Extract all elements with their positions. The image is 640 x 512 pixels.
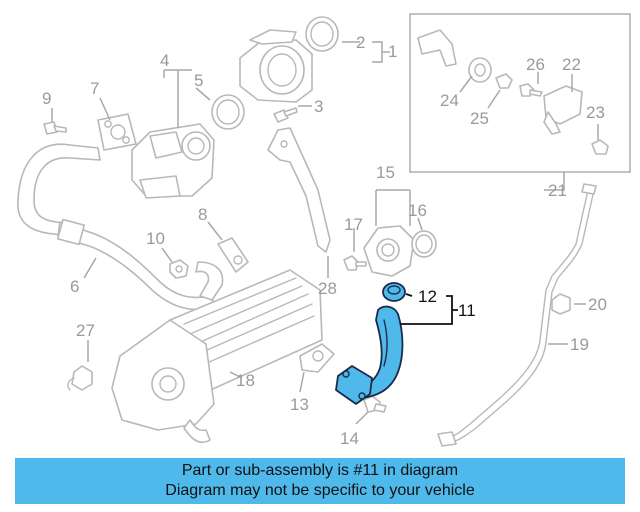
callout-6: 6 xyxy=(70,277,79,296)
bolt-25 xyxy=(495,73,513,89)
callout-19: 19 xyxy=(570,335,589,354)
bolt-17 xyxy=(343,255,367,271)
egr-cooler-part xyxy=(111,269,323,444)
callout-22: 22 xyxy=(562,55,581,74)
banner-line-2: Diagram may not be specific to your vehi… xyxy=(165,482,475,499)
gasket-12-highlighted xyxy=(382,282,406,302)
o-ring-5 xyxy=(211,94,245,130)
nut-10 xyxy=(169,259,189,279)
flange-15 xyxy=(363,225,415,277)
callout-9: 9 xyxy=(42,89,51,108)
callout-25: 25 xyxy=(470,109,489,128)
callout-21: 21 xyxy=(548,181,567,200)
callout-15: 15 xyxy=(376,163,395,182)
inset-box xyxy=(409,13,631,173)
clamp-20 xyxy=(551,293,571,315)
grommet-24 xyxy=(468,57,492,83)
o-ring-2 xyxy=(305,16,339,52)
bolt-14 xyxy=(363,395,387,413)
callout-11: 11 xyxy=(458,301,476,320)
callout-18: 18 xyxy=(236,371,255,390)
bolt-23 xyxy=(591,139,609,155)
sensor-tube xyxy=(437,183,597,447)
callout-2: 2 xyxy=(356,33,365,52)
banner-line-1: Part or sub-assembly is #11 in diagram xyxy=(181,462,459,479)
callout-23: 23 xyxy=(586,103,605,122)
throttle-body-part xyxy=(239,29,313,103)
info-banner: Part or sub-assembly is #11 in diagram D… xyxy=(15,458,625,504)
pressure-sensor-22 xyxy=(543,85,583,135)
bolt-26 xyxy=(519,83,543,97)
callout-24: 24 xyxy=(440,91,459,110)
callout-12: 12 xyxy=(418,287,437,306)
o-ring-16 xyxy=(411,230,437,258)
callout-1: 1 xyxy=(388,42,397,61)
callout-26: 26 xyxy=(526,55,545,74)
leader-lines xyxy=(51,41,599,425)
callout-3: 3 xyxy=(314,97,323,116)
callout-8: 8 xyxy=(198,205,207,224)
gasket-13 xyxy=(299,343,335,373)
bracket-inset xyxy=(417,29,457,67)
callout-labels: 1 2 3 4 5 6 7 8 9 10 11 12 13 14 15 16 1… xyxy=(42,33,607,448)
egr-pipe-highlighted xyxy=(335,305,404,405)
sensor-27 xyxy=(67,365,93,391)
callout-16: 16 xyxy=(408,201,427,220)
callout-7: 7 xyxy=(90,79,99,98)
callout-4: 4 xyxy=(160,51,169,70)
egr-valve-part xyxy=(131,123,215,199)
callout-10: 10 xyxy=(146,229,165,248)
callout-27: 27 xyxy=(76,321,95,340)
callout-13: 13 xyxy=(290,395,309,414)
egr-pipe-part xyxy=(17,143,224,311)
bolt-3 xyxy=(273,107,298,123)
gasket-8 xyxy=(217,237,249,273)
callout-5: 5 xyxy=(194,71,203,90)
callout-14: 14 xyxy=(340,429,359,448)
bracket-28 xyxy=(267,127,331,253)
callout-17: 17 xyxy=(344,215,363,234)
callout-28: 28 xyxy=(318,279,337,298)
callout-20: 20 xyxy=(588,295,607,314)
bolt-9 xyxy=(43,121,67,135)
gasket-7 xyxy=(97,113,137,151)
